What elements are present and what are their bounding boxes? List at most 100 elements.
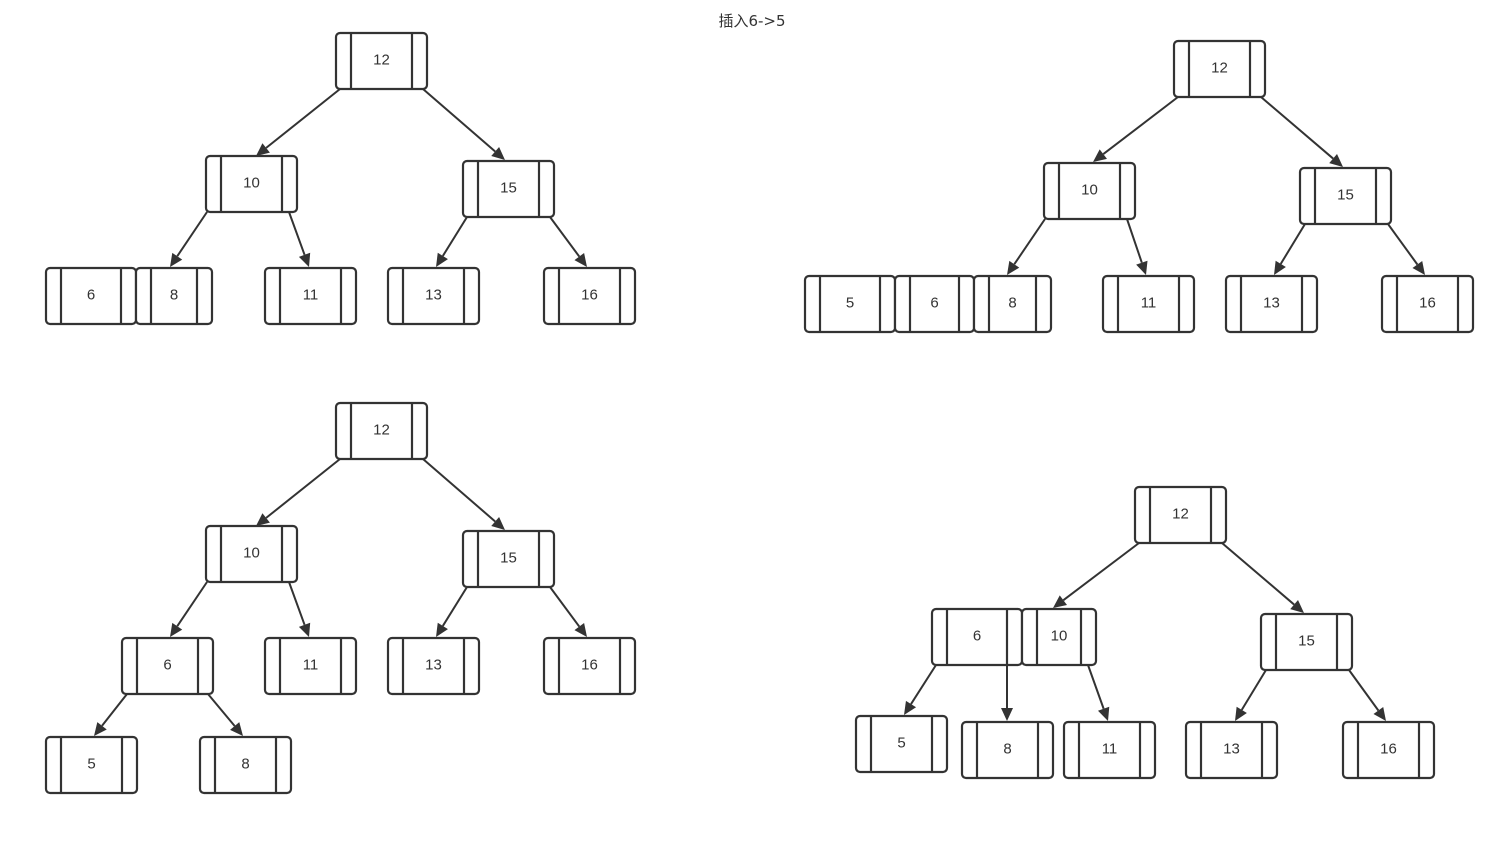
node-cell: 16 [1380, 274, 1475, 334]
node-key-label: 16 [1419, 295, 1436, 312]
arrow-head [491, 146, 505, 160]
arrow-head [1412, 260, 1425, 275]
node-cell: 8 [972, 274, 1053, 334]
node-cell-box [1380, 274, 1475, 334]
node-key-label: 15 [500, 180, 517, 197]
arrow-head [170, 622, 183, 637]
tree-edge [1221, 542, 1304, 613]
node-cell: 10 [1020, 607, 1098, 667]
edge-line [422, 88, 496, 153]
node-key-label: 6 [973, 628, 981, 645]
node-key-label: 12 [373, 422, 390, 439]
node-key-label: 8 [241, 756, 249, 773]
arrow-head [1093, 149, 1107, 162]
arrow-head [170, 252, 183, 267]
node-cell: 10 [204, 524, 299, 584]
arrow-head [1007, 260, 1020, 275]
tree-edge [422, 458, 505, 530]
node-key-label: 10 [243, 175, 260, 192]
node-cell: 16 [542, 636, 637, 696]
edge-line [1279, 223, 1306, 265]
arrow-head [298, 622, 311, 637]
btree-node: 5 6 8 [803, 274, 1053, 334]
node-cell: 5 [854, 714, 949, 774]
btree-node: 12 [334, 31, 429, 91]
node-key-label: 10 [1081, 182, 1098, 199]
btree-node: 11 [1101, 274, 1196, 334]
node-cell: 8 [960, 720, 1055, 780]
node-cell-box [1172, 39, 1267, 99]
node-key-label: 8 [170, 287, 178, 304]
node-cell-box [263, 636, 358, 696]
node-cell-box [1020, 607, 1098, 667]
btree-node: 12 [1172, 39, 1267, 99]
node-cell: 12 [1133, 485, 1228, 545]
node-cell: 13 [1224, 274, 1319, 334]
edge-line [1062, 542, 1140, 601]
arrow-head [1274, 260, 1286, 275]
edge-line [549, 586, 581, 628]
arrow-head [491, 516, 505, 530]
node-cell: 6 [930, 607, 1024, 667]
tree-edge [207, 693, 243, 736]
node-cell: 5 [44, 735, 139, 795]
tree-edge [1387, 223, 1425, 275]
node-key-label: 16 [1380, 741, 1397, 758]
btree-node: 13 [1224, 274, 1319, 334]
node-cell: 11 [263, 636, 358, 696]
btree-node: 8 [198, 735, 293, 795]
node-key-label: 11 [1141, 295, 1157, 312]
node-cell: 10 [204, 154, 299, 214]
node-cell-box [204, 154, 299, 214]
node-cell-box [44, 735, 139, 795]
arrow-head [230, 722, 243, 736]
tree-edge [1093, 96, 1179, 162]
edge-line [288, 211, 306, 256]
edge-line [176, 211, 208, 257]
node-key-label: 10 [1051, 628, 1068, 645]
node-key-label: 6 [930, 295, 938, 312]
node-cell: 11 [263, 266, 358, 326]
node-cell-box [1101, 274, 1196, 334]
node-key-label: 6 [87, 287, 95, 304]
arrow-head [1235, 706, 1247, 721]
node-key-label: 5 [846, 295, 854, 312]
tree-edge [436, 586, 468, 637]
edge-line [207, 693, 236, 727]
node-cell-box [334, 31, 429, 91]
btree-node: 13 [386, 266, 481, 326]
btree-node: 10 [1042, 161, 1137, 221]
tree-edge [1053, 542, 1140, 608]
edge-line [1087, 664, 1105, 710]
arrow-head [904, 700, 917, 715]
node-cell: 16 [542, 266, 637, 326]
node-cell: 8 [198, 735, 293, 795]
node-cell: 6 [44, 266, 138, 326]
node-key-label: 13 [1223, 741, 1240, 758]
btree-node: 12 [334, 401, 429, 461]
arrow-head [436, 622, 448, 637]
node-key-label: 15 [500, 550, 517, 567]
node-cell-box [1042, 161, 1137, 221]
tree-edge [1126, 218, 1148, 275]
btree-node: 10 [204, 154, 299, 214]
btree-node: 5 [44, 735, 139, 795]
node-key-label: 8 [1003, 741, 1011, 758]
node-cell-box [1298, 166, 1393, 226]
node-cell-box [334, 401, 429, 461]
node-cell-box [120, 636, 215, 696]
node-key-label: 5 [897, 735, 905, 752]
tree-edge [288, 581, 311, 637]
edge-line [442, 586, 468, 627]
diagram-title: 插入6->5 [718, 12, 786, 30]
btree-node: 11 [1062, 720, 1157, 780]
node-key-label: 12 [1211, 60, 1228, 77]
node-key-label: 16 [581, 287, 598, 304]
node-cell-box [134, 266, 214, 326]
tree-edge [549, 216, 587, 267]
tree-edge [1235, 669, 1267, 721]
btree-node: 15 [461, 529, 556, 589]
node-cell-box [204, 524, 299, 584]
